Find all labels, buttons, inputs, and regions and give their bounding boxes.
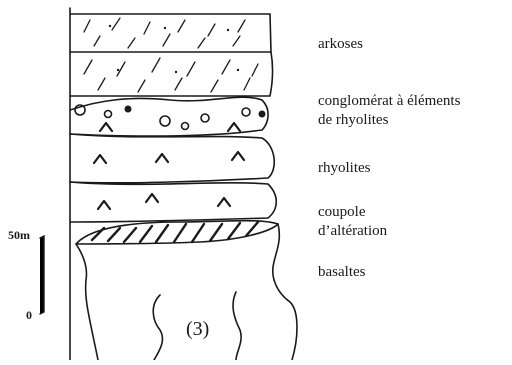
label-weathering-dome-line-1: coupole [318,203,387,222]
label-conglomerate-line-1: conglomérat à éléments [318,92,460,111]
conglomerate-pebbles [75,105,250,130]
label-rhyolites: rhyolites [318,159,371,178]
arkoses-upper-bed [70,14,271,52]
label-rhyolites-line-1: rhyolites [318,159,371,178]
label-weathering-dome-line-2: d’altération [318,222,387,241]
basalt-fracture-right [233,292,241,360]
basalt-right-outline [273,224,297,360]
scale-top-label: 50m [8,228,30,243]
rhyolite-lower-bed [70,182,276,222]
label-arkoses: arkoses [318,35,363,54]
scale-bar [40,236,44,314]
scale-bottom-label: 0 [26,308,32,323]
label-arkoses-line-1: arkoses [318,35,363,54]
arkose-dots [109,25,239,73]
label-basalts: basaltes [318,263,365,282]
figure-number: (3) [186,318,209,341]
label-conglomerate: conglomérat à éléments de rhyolites [318,92,460,130]
basalt-fracture-left [153,295,162,360]
label-weathering-dome: coupole d’altération [318,203,387,241]
arkoses-lower-bed [70,52,273,96]
basalt-outline [76,244,98,360]
arkose-texture [84,18,258,92]
label-conglomerate-line-2: de rhyolites [318,111,460,130]
label-basalts-line-1: basaltes [318,263,365,282]
